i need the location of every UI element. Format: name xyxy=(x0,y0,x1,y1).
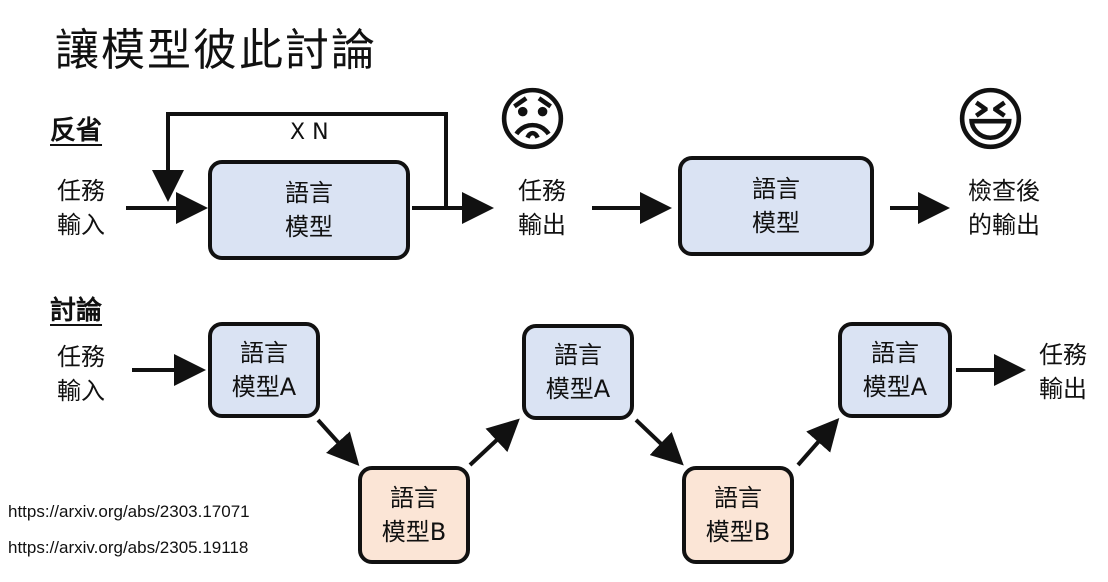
model-line1: 語言 xyxy=(285,179,333,207)
model-b2-line2: 模型B xyxy=(705,518,771,546)
model2-line1: 語言 xyxy=(752,175,800,203)
task-input-line1: 任務 xyxy=(57,177,105,205)
checked-output-line2: 的輸出 xyxy=(968,211,1040,239)
task-input-line2: 輸入 xyxy=(57,211,105,239)
checked-output-label: 檢查後 的輸出 xyxy=(952,174,1056,242)
model-a3-line1: 語言 xyxy=(871,339,919,367)
language-model-box: 語言 模型 xyxy=(208,160,410,260)
arrow-a2-to-b2 xyxy=(634,418,684,466)
model-a2-line2: 模型A xyxy=(545,375,611,403)
arrow-b1-to-a2 xyxy=(468,418,520,467)
model2-line2: 模型 xyxy=(752,209,800,237)
d-task-input-line1: 任務 xyxy=(57,343,105,371)
task-output-line2: 輸出 xyxy=(518,211,566,239)
task-output-label: 任務 輸出 xyxy=(506,174,578,242)
model-line2: 模型 xyxy=(285,213,333,241)
section-heading-discussion: 討論 xyxy=(50,296,103,326)
arrow-b2-to-a3 xyxy=(796,417,840,467)
model-a-box-1: 語言 模型A xyxy=(208,322,320,418)
checked-output-line1: 檢查後 xyxy=(968,177,1040,205)
arrow-a1-to-b1 xyxy=(316,418,360,466)
model-a2-line1: 語言 xyxy=(554,341,602,369)
model-b-box-1: 語言 模型B xyxy=(358,466,470,564)
sad-face-icon: 😟 xyxy=(496,79,569,161)
model-a1-line1: 語言 xyxy=(240,339,288,367)
happy-face-icon: 😆 xyxy=(954,79,1027,161)
loop-count-label: X N xyxy=(290,120,329,145)
model-a3-line2: 模型A xyxy=(862,373,928,401)
d-task-input-line2: 輸入 xyxy=(57,377,105,405)
model-b1-line1: 語言 xyxy=(390,484,438,512)
section-heading-reflection: 反省 xyxy=(50,116,103,146)
model-b1-line2: 模型B xyxy=(381,518,447,546)
discussion-task-input-label: 任務 輸入 xyxy=(46,340,116,408)
model-b2-line1: 語言 xyxy=(714,484,762,512)
task-output-line1: 任務 xyxy=(518,177,566,205)
d-task-output-line1: 任務 xyxy=(1039,341,1087,369)
task-input-label: 任務 輸入 xyxy=(46,174,116,242)
reference-link-1[interactable]: https://arxiv.org/abs/2303.17071 xyxy=(8,502,250,521)
discussion-task-output-label: 任務 輸出 xyxy=(1028,338,1098,406)
reference-link-2[interactable]: https://arxiv.org/abs/2305.19118 xyxy=(8,538,249,557)
model-a1-line2: 模型A xyxy=(231,373,297,401)
page-title: 讓模型彼此討論 xyxy=(55,25,377,76)
model-a-box-3: 語言 模型A xyxy=(838,322,952,418)
d-task-output-line2: 輸出 xyxy=(1039,375,1087,403)
model-a-box-2: 語言 模型A xyxy=(522,324,634,420)
model-b-box-2: 語言 模型B xyxy=(682,466,794,564)
language-model-box-2: 語言 模型 xyxy=(678,156,874,256)
